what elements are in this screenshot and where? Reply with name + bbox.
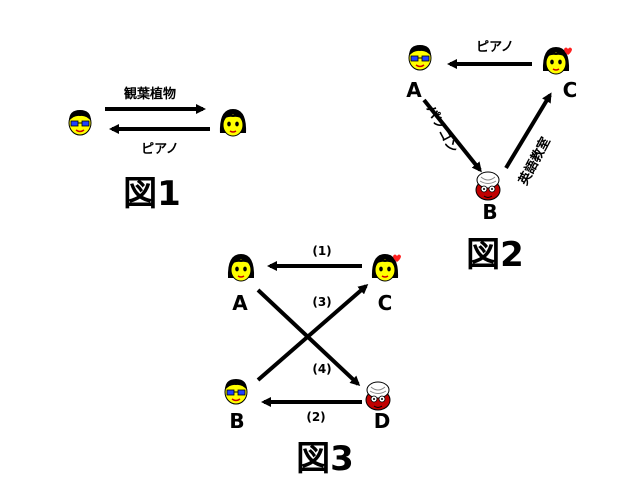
fig1-man-icon [68, 109, 92, 136]
fig2-edge-ca-label: ピアノ [476, 40, 514, 55]
figure-1: 観葉植物 ピアノ 図1 [68, 86, 247, 214]
fig3-node-d-label: D [374, 409, 391, 433]
fig2-edge-ab-label: パソコン [422, 103, 460, 156]
fig3-node-a-label: A [232, 291, 248, 315]
fig3-edge-3-label: (3) [312, 295, 331, 309]
fig1-top-label: 観葉植物 [123, 86, 176, 102]
fig2-node-a-icon [408, 44, 432, 71]
fig3-node-b-icon [224, 378, 248, 405]
fig3-edge-1-label: (1) [312, 244, 331, 258]
fig3-node-c-icon [372, 254, 401, 281]
figure-2: A C B ピアノ パソコン 英語教室 図2 [406, 40, 577, 275]
fig2-caption: 図2 [466, 235, 524, 275]
fig2-node-c-icon [543, 47, 572, 74]
figure-3: A C B D (1) (2) (3) (4) 図3 [224, 244, 401, 479]
fig1-caption: 図1 [123, 174, 181, 214]
fig3-node-d-icon [365, 381, 391, 411]
fig2-arrow-ab [422, 98, 482, 173]
fig2-node-c-label: C [563, 78, 578, 102]
fig2-node-b-icon [475, 171, 501, 201]
fig3-arrow-3 [256, 284, 369, 382]
fig3-node-c-label: C [378, 291, 393, 315]
fig1-woman-icon [219, 108, 247, 137]
fig3-node-b-label: B [229, 409, 244, 433]
fig3-caption: 図3 [296, 439, 354, 479]
fig3-arrow-4 [256, 288, 361, 387]
fig3-edge-4-label: (4) [312, 362, 331, 376]
fig2-arrow-bc [504, 92, 552, 170]
fig3-node-a-icon [227, 253, 255, 282]
fig2-node-a-label: A [406, 78, 422, 102]
fig3-edge-2-label: (2) [306, 410, 325, 424]
fig1-bottom-label: ピアノ [141, 142, 179, 157]
fig2-node-b-label: B [482, 200, 497, 224]
